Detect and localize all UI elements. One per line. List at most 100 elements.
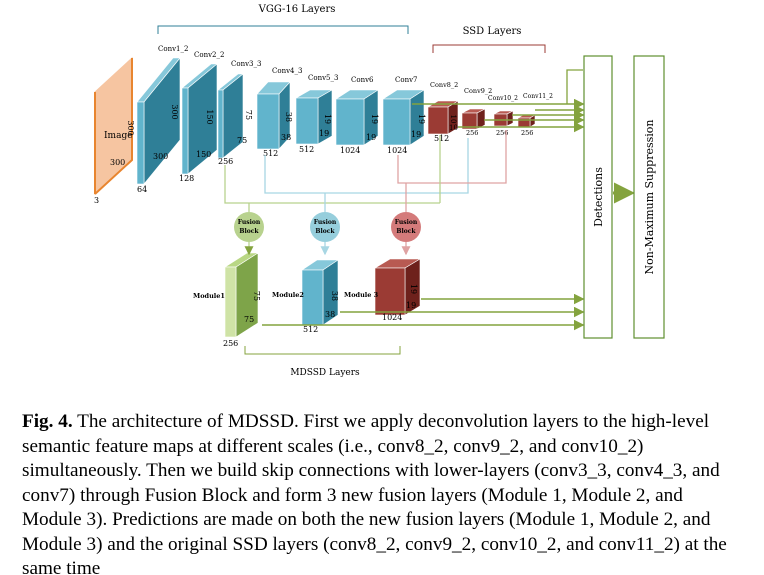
fusion-block-3-label: Fusion [395,219,418,226]
module1-box [223,252,260,338]
conv7-channels: 1024 [387,146,407,155]
conv5_3-height: 19 [323,114,332,124]
fusion-block-1: Fusion Block [234,212,264,242]
conv11_2-name: Conv11_2 [523,93,553,100]
conv2_2-height: 150 [205,109,214,124]
conv4_3-box [256,81,291,150]
module2-box [301,259,339,326]
conv6-box-front-face [335,98,365,146]
ssd-brace [432,44,546,53]
module2-box-front-face [301,269,324,326]
conv11_2-box [516,114,537,128]
conv9_2-box [461,108,486,130]
conv7-width: 19 [411,130,421,139]
conv1_2-box [136,57,181,185]
module1-width: 75 [244,315,254,324]
conv3_3-channels: 256 [218,157,233,166]
conv3_3-box-front-face [217,89,224,159]
fusion-block-3: Fusion Block [391,212,421,242]
conv10_2-box [493,110,514,127]
fusion-block-1-sub: Block [239,228,259,235]
module1-box-front-face [224,266,237,338]
image-height: 300 [126,120,135,135]
conv8_2-channels: 512 [434,134,449,143]
conv4_3-height: 38 [284,112,293,122]
fusion-block-2: Fusion Block [310,212,340,242]
conv2_2-channels: 128 [179,174,194,183]
conv9_2-name: Conv9_2 [464,87,492,95]
fusion-block-2-label: Fusion [314,219,337,226]
caption-fig-label: Fig. 4. [22,411,73,432]
conv7-height: 19 [417,114,426,124]
caption-text: The architecture of MDSSD. First we appl… [22,411,727,575]
conv9_2-box-front-face [461,112,478,130]
mdssd-label: MDSSD Layers [290,368,360,378]
conv5_3-box-front-face [295,97,319,145]
module1-name: Module1 [193,292,225,300]
conv2_2-width: 150 [196,150,211,159]
conv4_3-box-front-face [256,93,280,150]
fusion-block-3-sub: Block [396,228,416,235]
mdssd-brace [244,346,401,355]
conv6-width: 19 [366,133,376,142]
conv4_3-name: Conv4_3 [272,67,302,75]
fusion-block-2-sub: Block [315,228,335,235]
conv5_3-width: 19 [319,129,329,138]
conv2_2-box [181,63,218,175]
conv1_2-name: Conv1_2 [158,45,188,53]
conv6-box [334,89,380,146]
module3-box-front-face [374,267,406,316]
skip-line-conv3_3 [224,165,440,204]
conv9_2-channels: 256 [466,129,478,137]
conv10_2-box-side-face [506,110,514,127]
conv1_2-height: 300 [170,104,179,119]
skip-line-conv7 [397,130,507,184]
module2-width: 38 [325,310,335,319]
module3-height: 19 [409,284,418,294]
module2-channels: 512 [303,325,318,334]
module1-height: 75 [252,291,261,301]
module3-channels: 1024 [382,313,402,322]
module3-box [373,258,422,316]
conv3_3-box [217,73,244,159]
conv6-height: 19 [370,114,379,124]
module1-channels: 256 [223,339,238,348]
nms-box [633,55,665,339]
image-title: Image [104,131,133,141]
conv8_2-name: Conv8_2 [430,81,458,89]
conv10_2-name: Conv10_2 [488,95,518,102]
conv7-name: Conv7 [395,76,418,84]
figure-caption: Fig. 4. The architecture of MDSSD. First… [22,410,744,575]
input-image: Image 300 300 3 [94,56,135,205]
conv11_2-channels: 256 [521,129,533,137]
detections-box [583,55,613,339]
conv3_3-height: 75 [244,110,253,120]
vgg-brace [157,25,409,34]
skip-line-conv4_3 [264,138,469,194]
conv2_2-name: Conv2_2 [194,51,224,59]
ssd-label: SSD Layers [463,26,522,37]
conv5_3-name: Conv5_3 [308,74,338,82]
conv3_3-name: Conv3_3 [231,60,261,68]
line-top-feed [566,69,583,104]
module3-name: Module 3 [344,291,379,299]
conv7-box-front-face [382,98,411,146]
conv1_2-box-front-face [136,101,145,185]
detections-label: Detections [592,167,605,227]
image-channels: 3 [94,196,99,205]
conv1_2-channels: 64 [137,185,147,194]
conv6-channels: 1024 [340,146,360,155]
conv8_2-box-front-face [427,106,449,135]
conv10_2-channels: 256 [496,129,508,137]
conv3_3-width: 75 [237,136,247,145]
nms-label: Non-Maximum Suppression [643,119,656,274]
conv1_2-width: 300 [153,152,168,161]
module2-name: Module2 [272,291,304,299]
conv2_2-box-front-face [181,87,189,175]
conv8_2-height: 10 [449,115,457,124]
conv5_3-channels: 512 [299,145,314,154]
conv4_3-width: 38 [281,133,291,142]
conv4_3-channels: 512 [263,149,278,158]
module2-height: 38 [330,291,339,301]
